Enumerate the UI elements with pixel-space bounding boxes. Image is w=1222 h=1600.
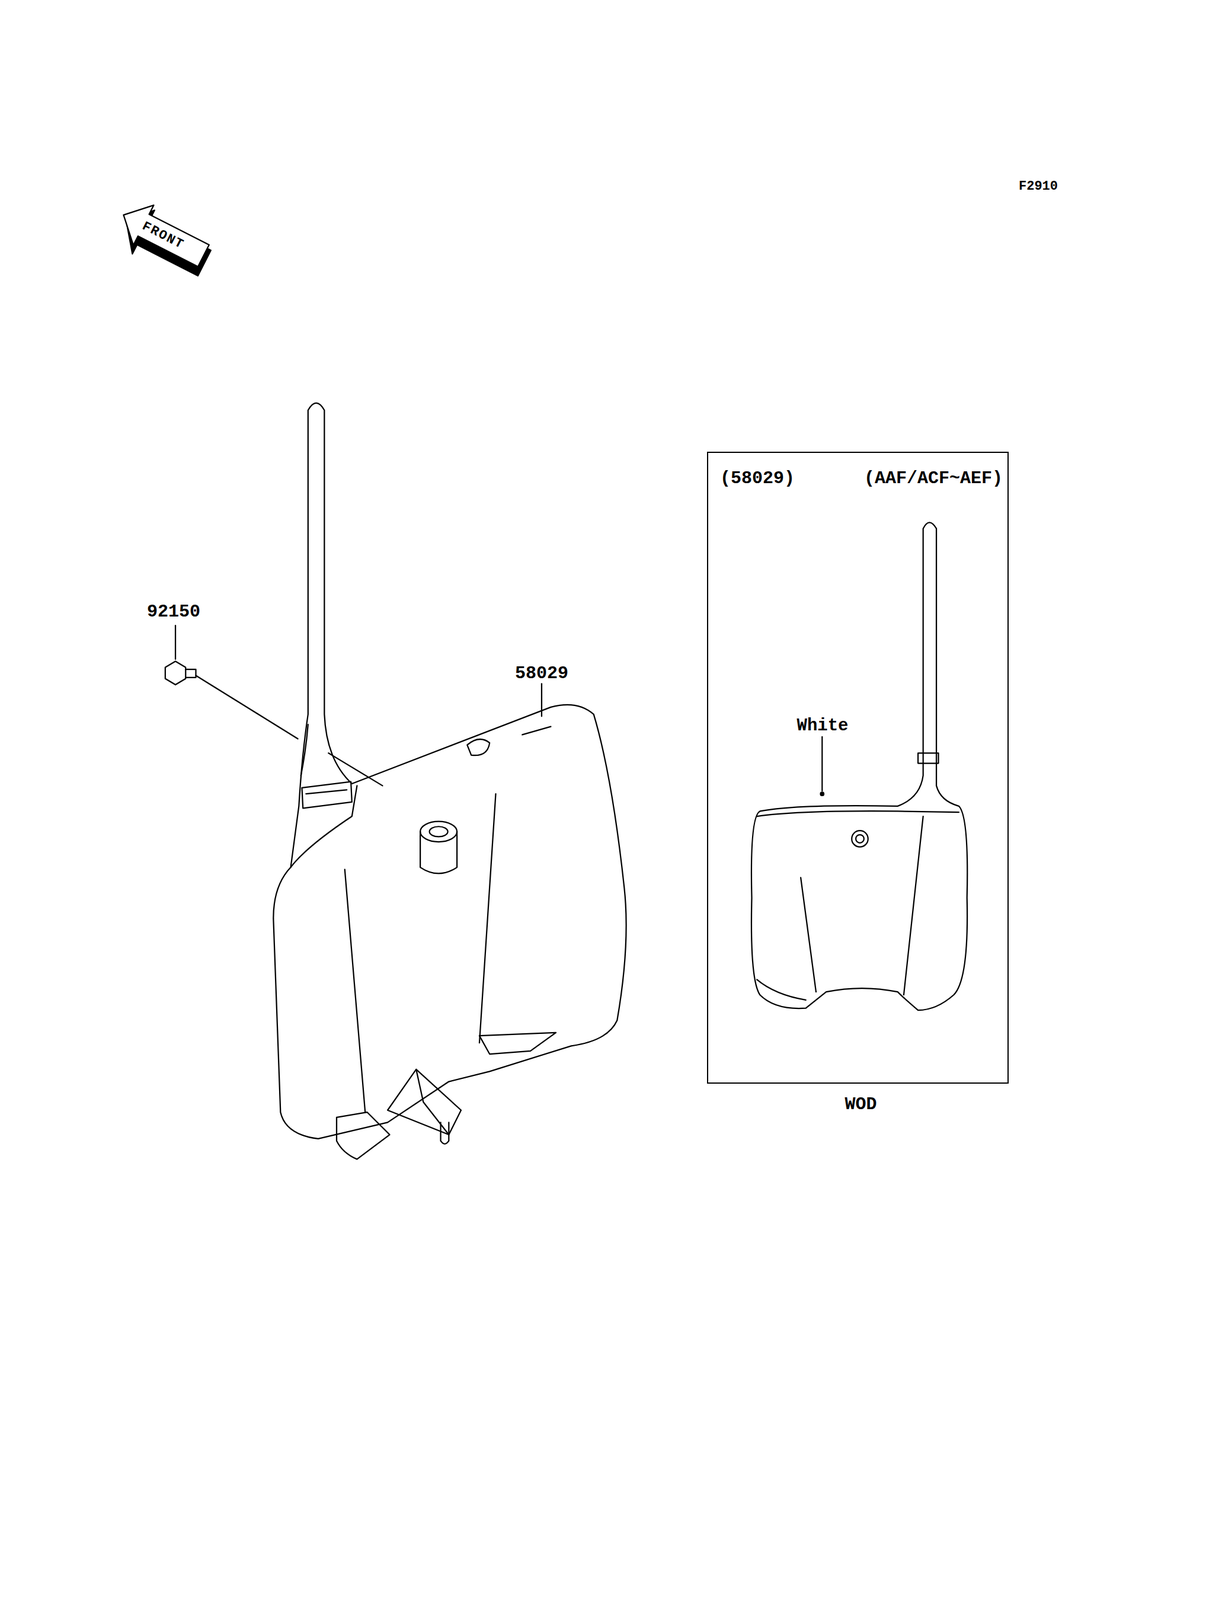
color-note: White xyxy=(796,717,849,735)
variant-heading: (AAF/ACF~AEF) xyxy=(864,469,1003,488)
variant-heading: (58029) xyxy=(720,469,795,488)
callout-number: 58029 xyxy=(514,664,569,683)
callout-number: 92150 xyxy=(146,602,201,621)
figure-code: F2910 xyxy=(1018,180,1058,194)
variant-box: (58029)(AAF/ACF~AEF)WOD xyxy=(707,451,1009,1084)
variant-caption: WOD xyxy=(844,1095,877,1113)
